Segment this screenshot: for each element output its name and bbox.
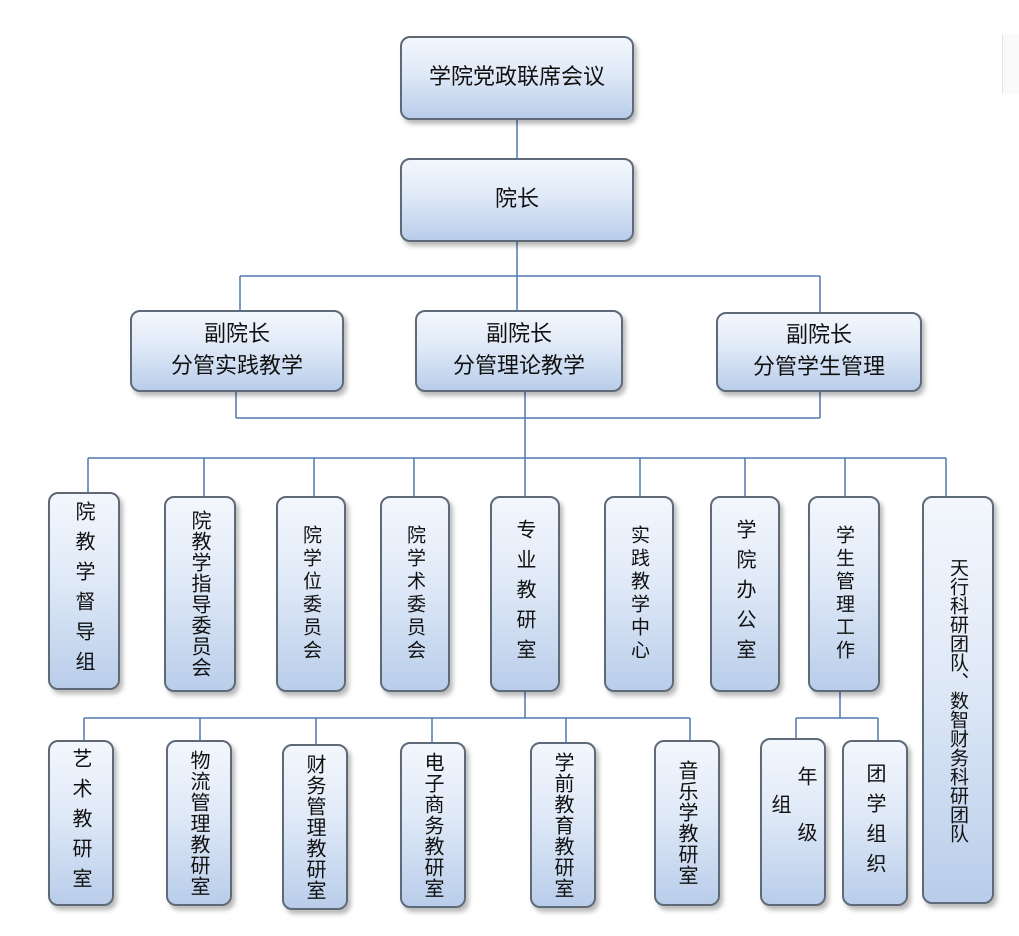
node-degree: 院学位委员会	[276, 496, 346, 692]
node-research-team: 天行科研团队、数智财务科研团队	[922, 496, 994, 904]
node-practice-center: 实践教学中心	[604, 496, 674, 692]
node-academic: 院学术委员会	[380, 496, 450, 692]
node-council: 学院党政联席会议	[400, 36, 634, 120]
page-edge-fragment	[1002, 34, 1019, 94]
node-vice-dean-practice: 副院长 分管实践教学	[130, 310, 344, 392]
node-logistics: 物流管理教研室	[166, 740, 232, 906]
node-art: 艺术教研室	[48, 740, 114, 906]
node-youth: 团学组织	[842, 740, 908, 906]
node-vice-dean-theory: 副院长 分管理论教学	[415, 310, 623, 392]
node-dean: 院长	[400, 158, 634, 242]
node-finance: 财务管理教研室	[282, 744, 348, 910]
node-supervision: 院教学督导组	[48, 492, 120, 690]
node-student-work: 学生管理工作	[808, 496, 880, 692]
node-preschool: 学前教育教研室	[530, 742, 596, 908]
node-guidance: 院教学指导委员会	[164, 496, 236, 692]
node-major-office: 专业教研室	[490, 496, 560, 692]
node-music: 音乐学教研室	[654, 740, 720, 906]
node-ecommerce: 电子商务教研室	[400, 742, 466, 908]
node-grade: 年级组	[760, 738, 826, 906]
node-vice-dean-student: 副院长 分管学生管理	[716, 312, 922, 392]
node-office: 学院办公室	[710, 496, 780, 692]
